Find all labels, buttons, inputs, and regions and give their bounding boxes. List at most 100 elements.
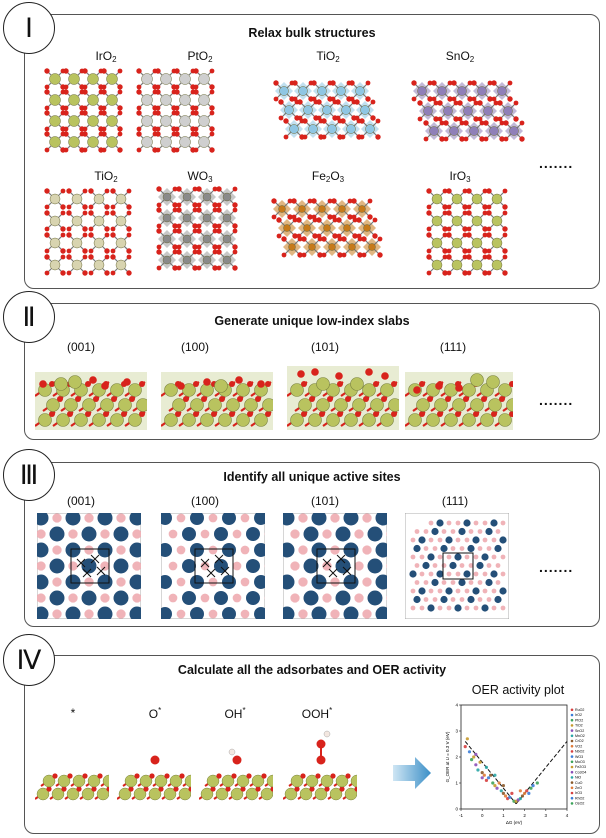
oxygen-site [500, 571, 506, 577]
oxygen-atom [82, 773, 88, 779]
oxygen-atom [174, 131, 180, 137]
legend-entry: RuO2 [575, 708, 584, 712]
oxygen-atom [210, 786, 216, 792]
data-point [491, 781, 495, 785]
oxygen-atom [88, 270, 94, 276]
metal-site [413, 544, 421, 553]
oxygen-site [410, 537, 416, 543]
oxygen-atom [301, 381, 307, 387]
oxygen-atom [110, 270, 116, 276]
oxygen-atom [104, 188, 110, 194]
oxygen-atom [110, 210, 116, 216]
slab-111 [405, 372, 513, 430]
oxygen-atom [183, 396, 189, 402]
oxygen-atom [345, 773, 351, 779]
metal-atom [322, 105, 332, 115]
oxygen-atom [155, 126, 161, 132]
oxygen-site [200, 529, 210, 539]
oxygen-atom [66, 254, 72, 260]
oxygen-atom [491, 96, 497, 102]
oxygen-atom [345, 396, 351, 402]
oxygen-atom [192, 223, 198, 229]
oxygen-atom [193, 110, 199, 116]
oxygen-site [459, 563, 465, 568]
metal-atom [93, 237, 105, 249]
oxygen-atom [442, 270, 448, 276]
adsorbed-oxygen [150, 755, 160, 765]
oxygen-site [200, 561, 210, 571]
oxygen-atom [209, 147, 215, 153]
oxygen-site [414, 563, 420, 568]
oxygen-atom [111, 396, 117, 402]
metal-atom [434, 398, 448, 412]
metal-site [431, 527, 439, 536]
metal-site [246, 591, 260, 605]
oxygen-site [362, 513, 372, 523]
oxygen-site [232, 529, 242, 539]
oxygen-atom [352, 217, 358, 223]
surface-oxygen [203, 378, 211, 386]
metal-atom [221, 774, 235, 788]
oxygen-atom [155, 84, 161, 90]
oxygen-atom [176, 228, 182, 234]
oxygen-atom [158, 786, 164, 792]
oxygen-atom [101, 68, 107, 74]
oxygen-atom [377, 252, 383, 258]
metal-site [222, 513, 236, 525]
oxygen-site [240, 609, 250, 619]
oxygen-atom [126, 254, 132, 260]
oxygen-atom [192, 265, 198, 271]
oxygen-atom [82, 147, 88, 153]
metal-site [311, 513, 327, 526]
metal-site [472, 587, 480, 595]
oxygen-atom [321, 236, 327, 242]
oxygen-site [330, 545, 340, 555]
x-tick-label: 4 [566, 813, 569, 818]
oxygen-site [322, 593, 332, 603]
oxygen-site [116, 513, 126, 523]
x-tick-label: 1 [502, 813, 505, 818]
bulk-label-sno2: SnO2 [445, 49, 475, 64]
oxygen-site [432, 597, 438, 602]
surface-oxygen [335, 372, 343, 380]
oxygen-atom [117, 131, 123, 137]
metal-site [427, 553, 435, 561]
oxygen-site [437, 554, 443, 560]
oxygen-atom [281, 252, 287, 258]
metal-atom [56, 413, 70, 427]
oxygen-atom [365, 96, 371, 102]
oxygen-site [473, 554, 479, 560]
oxygen-atom [466, 210, 472, 216]
oxygen-atom [462, 248, 468, 254]
oxygen-atom [296, 217, 302, 223]
oxygen-atom [196, 265, 202, 271]
oxygen-atom [44, 204, 50, 210]
metal-site [97, 513, 113, 526]
metal-atom [182, 413, 196, 427]
oxygen-atom [174, 110, 180, 116]
oxygen-atom [155, 68, 161, 74]
surface-oxygen [413, 386, 421, 394]
metal-site [37, 513, 49, 526]
oxygen-atom [110, 204, 116, 210]
oxygen-atom [196, 207, 202, 213]
oxygen-atom [513, 116, 519, 122]
oxygen-site [168, 529, 178, 539]
adsorbate-label-ooh: OOH* [301, 706, 333, 721]
oxygen-atom [317, 236, 323, 242]
oxygen-atom [104, 248, 110, 254]
metal-atom [160, 136, 172, 148]
metal-site [161, 513, 172, 525]
metal-atom [182, 234, 192, 244]
metal-atom [49, 115, 61, 127]
metal-atom [57, 774, 71, 788]
oxygen-atom [232, 207, 238, 213]
metal-atom [329, 787, 343, 801]
oxygen-atom [509, 381, 513, 387]
oxygen-site [495, 563, 501, 568]
adsorbate-slab-oh [199, 748, 273, 801]
oxygen-site [486, 546, 492, 551]
oxygen-atom [216, 249, 222, 255]
legend-entry: Co3O4 [575, 770, 586, 774]
oxygen-atom [321, 134, 327, 140]
